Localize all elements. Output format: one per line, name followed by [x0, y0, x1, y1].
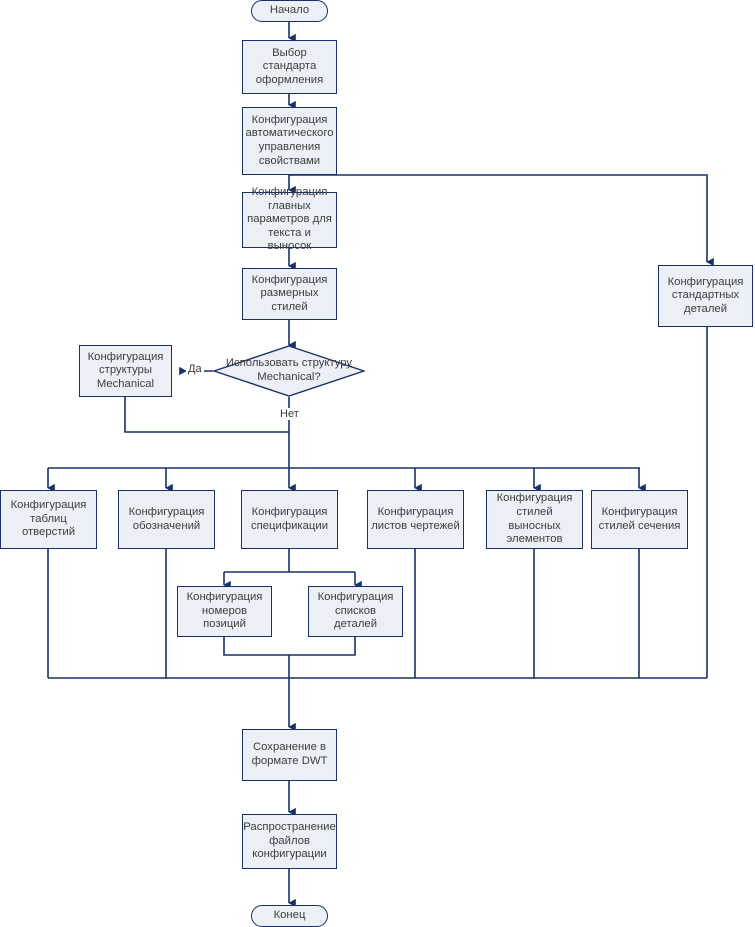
node-mech-structure[interactable]: Конфигурация структуры Mechanical — [79, 345, 172, 397]
node-auto-props-label: Конфигурация автоматического управления … — [245, 113, 334, 167]
node-distribute[interactable]: Распространение файлов конфигурации — [242, 814, 337, 869]
node-balloons-label: Конфигурация номеров позиций — [186, 591, 263, 631]
node-specification-label: Конфигурация спецификации — [251, 505, 328, 532]
node-detail-styles-label: Конфигурация стилей выносных элементов — [496, 492, 573, 546]
node-distribute-label: Распространение файлов конфигурации — [243, 821, 336, 861]
node-standard-parts[interactable]: Конфигурация стандартных деталей — [658, 265, 753, 327]
node-main-params-label: Конфигурация главных параметров для текс… — [247, 186, 332, 253]
edge-label-yes: Да — [186, 363, 204, 375]
node-balloons[interactable]: Конфигурация номеров позиций — [177, 586, 272, 637]
node-mech-structure-label: Конфигурация структуры Mechanical — [87, 350, 164, 390]
node-decision-label: Использовать структуру Mechanical? — [225, 357, 353, 383]
node-save-dwt-label: Сохранение в формате DWT — [251, 741, 328, 767]
node-sheets[interactable]: Конфигурация листов чертежей — [367, 490, 464, 549]
node-dim-styles-label: Конфигурация размерных стилей — [251, 273, 328, 313]
node-sheets-label: Конфигурация листов чертежей — [371, 505, 460, 532]
node-standard-choice-label: Выбор стандарта оформления — [255, 46, 324, 86]
node-save-dwt[interactable]: Сохранение в формате DWT — [242, 729, 337, 781]
node-detail-styles[interactable]: Конфигурация стилей выносных элементов — [486, 490, 583, 549]
node-standard-parts-label: Конфигурация стандартных деталей — [667, 275, 744, 315]
node-end-label: Конец — [273, 909, 306, 922]
node-standard-choice[interactable]: Выбор стандарта оформления — [242, 40, 337, 94]
node-parts-lists[interactable]: Конфигурация списков деталей — [308, 586, 403, 637]
node-specification[interactable]: Конфигурация спецификации — [241, 490, 338, 549]
node-parts-lists-label: Конфигурация списков деталей — [317, 591, 394, 631]
node-hole-tables-label: Конфигурация таблиц отверстий — [10, 499, 87, 539]
node-section-styles-label: Конфигурация стилей сечения — [598, 505, 681, 532]
edge-label-no: Нет — [278, 408, 301, 420]
node-end[interactable]: Конец — [251, 905, 328, 927]
node-designations[interactable]: Конфигурация обозначений — [118, 490, 215, 549]
diamond-shape — [211, 345, 367, 397]
node-dim-styles[interactable]: Конфигурация размерных стилей — [242, 268, 337, 320]
node-designations-label: Конфигурация обозначений — [128, 505, 205, 532]
node-auto-props[interactable]: Конфигурация автоматического управления … — [242, 107, 337, 175]
node-start-label: Начало — [269, 4, 310, 17]
node-start[interactable]: Начало — [251, 0, 328, 22]
node-decision[interactable]: Использовать структуру Mechanical? — [211, 345, 367, 397]
node-section-styles[interactable]: Конфигурация стилей сечения — [591, 490, 688, 549]
node-hole-tables[interactable]: Конфигурация таблиц отверстий — [0, 490, 97, 549]
node-main-params[interactable]: Конфигурация главных параметров для текс… — [242, 186, 337, 252]
